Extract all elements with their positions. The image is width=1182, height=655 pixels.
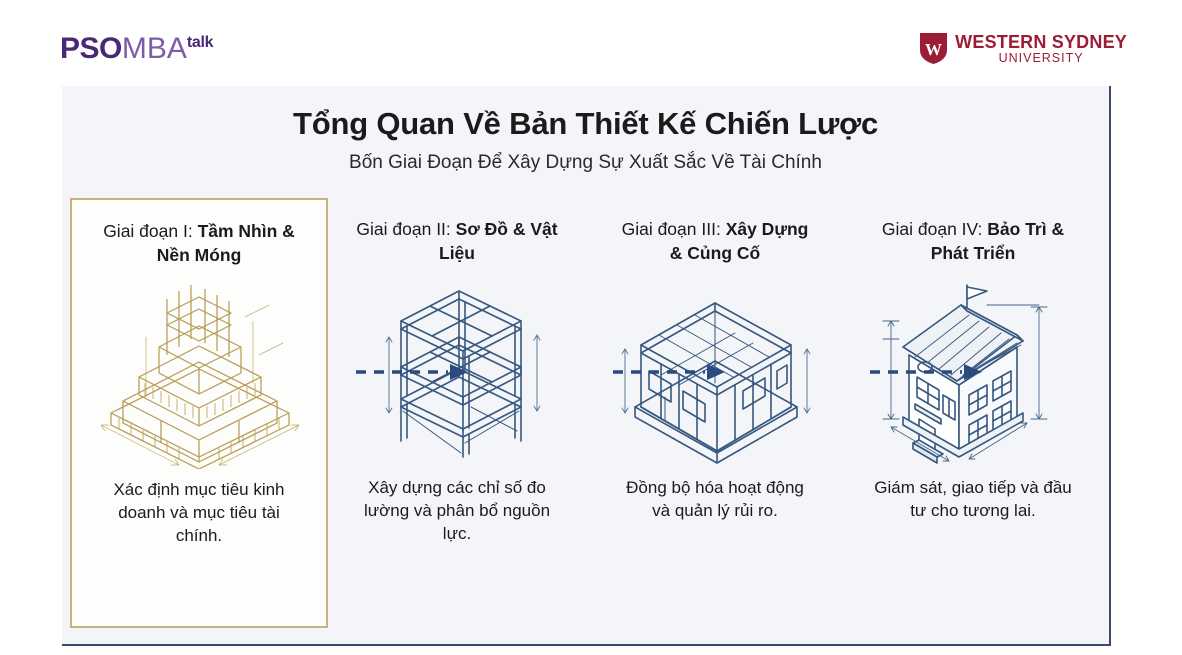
wsu-line-2: UNIVERSITY — [998, 51, 1084, 65]
stage-1-description: Xác định mục tiêu kinh doanh và mục tiêu… — [113, 480, 285, 546]
stage-4-prefix: Giai đoạn IV: — [881, 219, 988, 239]
stage-card-1[interactable]: Giai đoạn I: Tầm Nhìn & Nền Móng — [70, 198, 328, 628]
stage-1-name: Tầm Nhìn & Nền Móng — [156, 221, 295, 265]
stage-2-illustration — [341, 271, 573, 467]
logo-text-pso: PSO — [60, 32, 122, 65]
stage-2-prefix: Giai đoạn II: — [356, 219, 456, 239]
psomba-logo: PSO MBA talk — [60, 32, 214, 65]
stage-2-description: Xây dựng các chỉ số đo lường và phân bổ … — [363, 478, 551, 544]
slide-subtitle: Bốn Giai Đoạn Để Xây Dựng Sự Xuất Sắc Về… — [349, 152, 822, 173]
wsu-shield-icon: W — [920, 33, 948, 65]
logo-text-mba: MBA — [121, 32, 187, 65]
stage-4-description: Giám sát, giao tiếp và đầu tư cho tương … — [874, 478, 1072, 521]
stage-4-illustration — [857, 271, 1089, 467]
stage-4-heading: Giai đoạn IV: Bảo Trì & Phát Triển — [871, 218, 1075, 265]
stage-card-4[interactable]: Giai đoạn IV: Bảo Trì & Phát Triển — [844, 198, 1102, 628]
slide-panel: Tổng Quan Về Bản Thiết Kế Chiến Lược Bốn… — [62, 86, 1111, 646]
stage-3-heading: Giai đoạn III: Xây Dựng & Củng Cố — [613, 218, 817, 265]
stage-1-prefix: Giai đoạn I: — [103, 221, 198, 241]
stage-4-name: Bảo Trì & Phát Triển — [930, 219, 1065, 263]
stage-3-prefix: Giai đoạn III: — [621, 219, 726, 239]
stage-2-name: Sơ Đồ & Vật Liệu — [439, 219, 558, 263]
wsu-line-1: WESTERN SYDNEY — [955, 32, 1127, 52]
western-sydney-university-logo: W WESTERN SYDNEY UNIVERSITY — [920, 33, 1127, 65]
stage-1-illustration — [83, 273, 315, 470]
stage-2-heading: Giai đoạn II: Sơ Đồ & Vật Liệu — [355, 218, 559, 265]
stage-card-3[interactable]: Giai đoạn III: Xây Dựng & Củng Cố — [586, 198, 844, 628]
logo-text-talk: talk — [186, 34, 214, 51]
stage-row: Giai đoạn I: Tầm Nhìn & Nền Móng — [70, 198, 1103, 628]
stage-1-heading: Giai đoạn I: Tầm Nhìn & Nền Móng — [97, 220, 301, 267]
stage-card-2[interactable]: Giai đoạn II: Sơ Đồ & Vật Liệu — [328, 198, 586, 628]
wsu-wordmark: WESTERN SYDNEY UNIVERSITY — [955, 33, 1127, 65]
slide-title: Tổng Quan Về Bản Thiết Kế Chiến Lược — [293, 106, 878, 141]
stage-3-illustration — [599, 271, 831, 467]
svg-text:W: W — [925, 40, 942, 59]
stage-3-name: Xây Dựng & Củng Cố — [669, 219, 809, 263]
stage-3-description: Đồng bộ hóa hoạt động và quản lý rủi ro. — [626, 478, 804, 521]
